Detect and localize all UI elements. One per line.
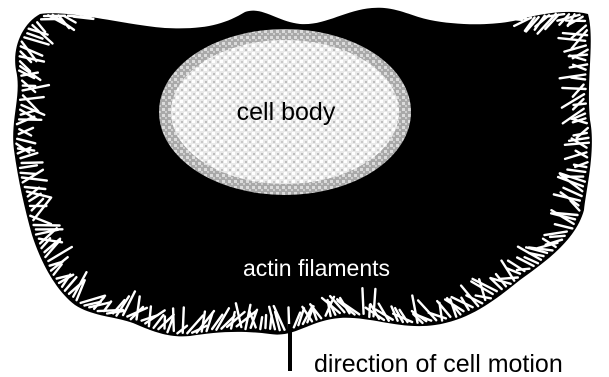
cell-body-label: cell body [237, 98, 336, 126]
actin-filaments-label: actin filaments [243, 255, 390, 281]
actin-filament [369, 305, 370, 317]
actin-filament [507, 17, 526, 18]
actin-filament [574, 104, 586, 105]
actin-filament [22, 162, 43, 163]
actin-filament [500, 278, 518, 279]
actin-filament [562, 88, 585, 89]
motion-direction-label: direction of cell motion [314, 350, 563, 377]
actin-filament [362, 288, 363, 314]
actin-filament [550, 236, 565, 237]
actin-filament [270, 315, 272, 329]
actin-filament [21, 173, 36, 174]
actin-filament [98, 310, 123, 311]
actin-filament [34, 225, 60, 226]
actin-filament [265, 315, 266, 328]
